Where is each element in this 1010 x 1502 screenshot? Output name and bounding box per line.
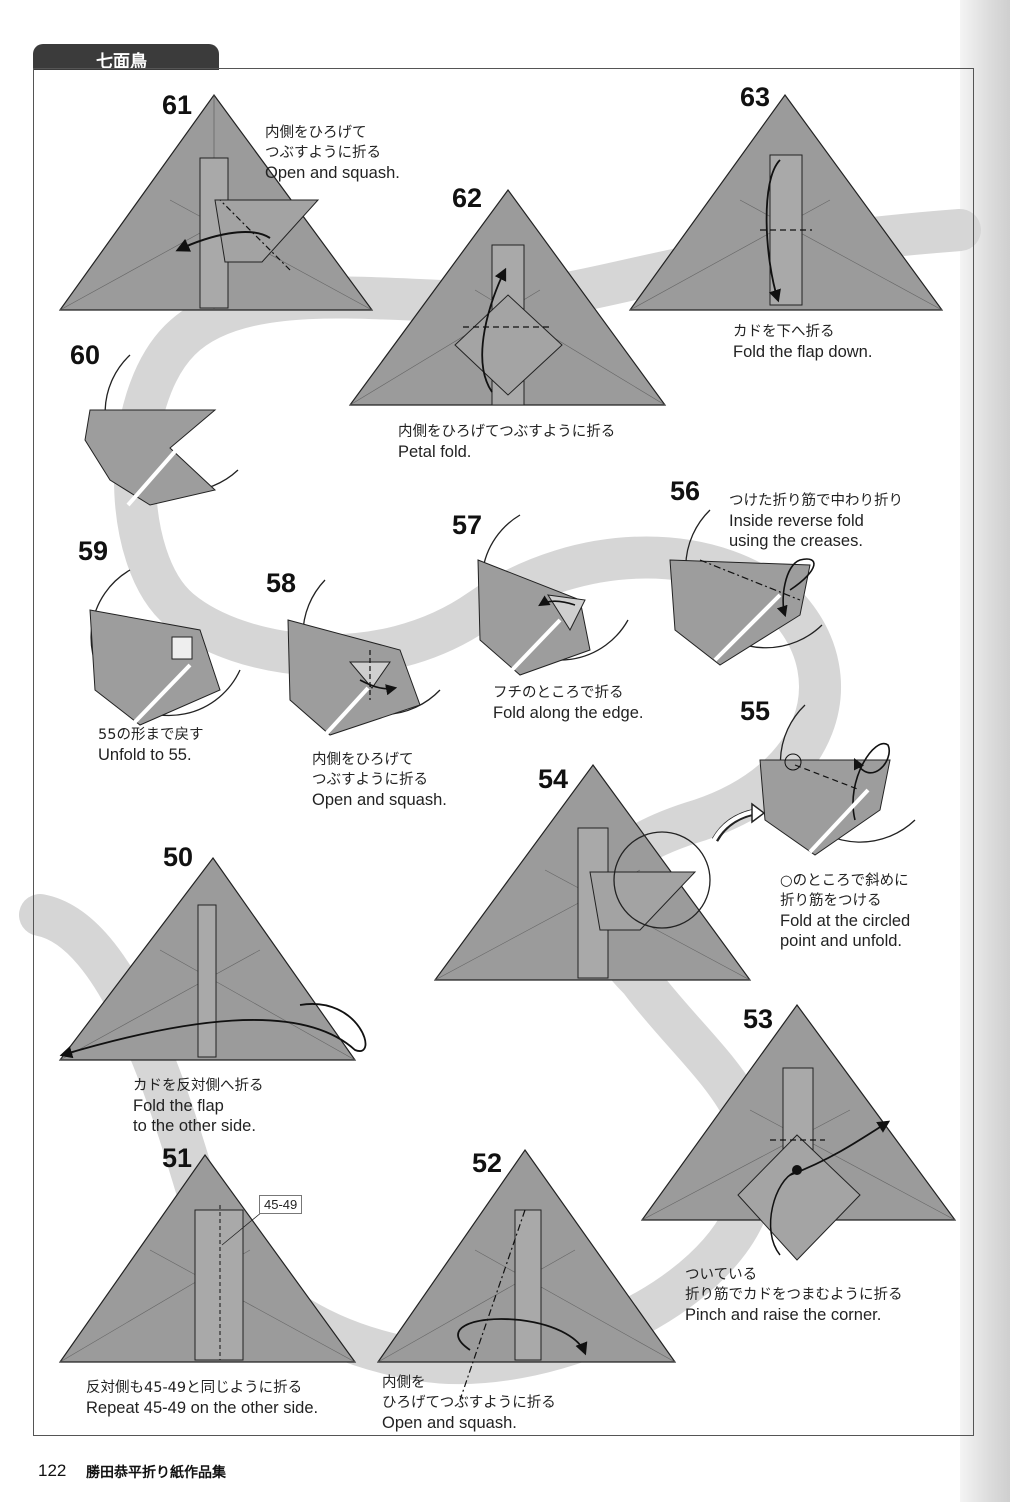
caption-58: 内側をひろげて つぶすように折る Open and squash. xyxy=(312,750,447,810)
diagram-56 xyxy=(669,509,823,666)
page-number: 122 xyxy=(38,1461,67,1480)
caption-51-en: Repeat 45-49 on the other side. xyxy=(86,1399,319,1417)
caption-62-jp: 内側をひろげてつぶすように折る xyxy=(398,424,616,440)
diagram-55 xyxy=(759,704,916,856)
step-number-54: 54 xyxy=(538,764,569,794)
caption-50-en: Fold the flap to the other side. xyxy=(133,1097,256,1135)
caption-50: カドを反対側へ折る Fold the flap to the other sid… xyxy=(133,1076,264,1136)
caption-59-en: Unfold to 55. xyxy=(98,746,192,764)
caption-57-en: Fold along the edge. xyxy=(493,704,644,722)
diagram-58 xyxy=(287,579,441,737)
diagram-51 xyxy=(58,1153,357,1363)
caption-62-en: Petal fold. xyxy=(398,443,472,461)
caption-51-jp: 反対側も45-49と同じように折る xyxy=(86,1380,303,1396)
step-number-50: 50 xyxy=(163,842,194,872)
diagram-50 xyxy=(58,856,367,1061)
diagram-59 xyxy=(89,569,241,727)
diagram-62 xyxy=(348,188,667,406)
step-number-61: 61 xyxy=(162,90,193,120)
caption-53: ついている 折り筋でカドをつまむように折る Pinch and raise th… xyxy=(685,1265,903,1325)
step-number-60: 60 xyxy=(70,340,101,370)
caption-56-jp: つけた折り筋で中わり折り xyxy=(729,493,903,509)
caption-51: 反対側も45-49と同じように折る Repeat 45-49 on the ot… xyxy=(86,1378,318,1418)
caption-57: フチのところで折る Fold along the edge. xyxy=(493,683,643,723)
diagram-53 xyxy=(640,1003,957,1261)
caption-59-jp: 55の形まで戻す xyxy=(98,727,204,743)
caption-61-en: Open and squash. xyxy=(265,164,400,182)
caption-52: 内側を ひろげてつぶすように折る Open and squash. xyxy=(382,1373,556,1433)
caption-63: カドを下へ折る Fold the flap down. xyxy=(733,322,872,362)
section-title: 七面鳥 xyxy=(96,52,147,72)
diagram-57 xyxy=(477,514,629,676)
caption-52-en: Open and squash. xyxy=(382,1414,517,1432)
caption-63-en: Fold the flap down. xyxy=(733,343,873,361)
step-number-57: 57 xyxy=(452,510,483,540)
content-frame xyxy=(33,68,974,1436)
step-number-58: 58 xyxy=(266,568,297,598)
caption-58-en: Open and squash. xyxy=(312,791,447,809)
caption-50-jp: カドを反対側へ折る xyxy=(133,1078,264,1094)
step-number-51: 51 xyxy=(162,1143,193,1173)
caption-56: つけた折り筋で中わり折り Inside reverse fold using t… xyxy=(729,491,903,551)
step-number-55: 55 xyxy=(740,696,771,726)
caption-56-en: Inside reverse fold using the creases. xyxy=(729,512,864,550)
caption-62: 内側をひろげてつぶすように折る Petal fold. xyxy=(398,422,615,462)
caption-57-jp: フチのところで折る xyxy=(493,685,624,701)
step-number-59: 59 xyxy=(78,536,109,566)
book-title: 勝田恭平折り紙作品集 xyxy=(86,1465,226,1481)
caption-61: 内側をひろげて つぶすように折る Open and squash. xyxy=(265,123,400,183)
caption-63-jp: カドを下へ折る xyxy=(733,324,835,340)
diagram-63 xyxy=(628,93,944,311)
diagram-52 xyxy=(376,1148,677,1401)
caption-55: ○のところで斜めに 折り筋をつける Fold at the circled po… xyxy=(780,871,910,951)
reference-label: 45-49 xyxy=(259,1195,303,1214)
diagram-61 xyxy=(58,93,374,311)
step-number-63: 63 xyxy=(740,82,771,112)
caption-61-jp: 内側をひろげて つぶすように折る xyxy=(265,125,381,161)
diagram-54 xyxy=(433,763,752,981)
caption-55-en: Fold at the circled point and unfold. xyxy=(780,912,911,950)
diagram-60 xyxy=(84,354,239,507)
caption-59: 55の形まで戻す Unfold to 55. xyxy=(98,725,203,765)
step-number-53: 53 xyxy=(743,1004,774,1034)
section-tab xyxy=(33,44,219,70)
caption-53-en: Pinch and raise the corner. xyxy=(685,1306,882,1324)
caption-53-jp: ついている 折り筋でカドをつまむように折る xyxy=(685,1267,903,1303)
step-number-62: 62 xyxy=(452,183,483,213)
step-number-56: 56 xyxy=(670,476,701,506)
caption-55-jp: ○のところで斜めに 折り筋をつける xyxy=(780,873,909,909)
book-spine-shadow xyxy=(960,0,1010,1502)
step-number-52: 52 xyxy=(472,1148,503,1178)
caption-58-jp: 内側をひろげて つぶすように折る xyxy=(312,752,428,788)
caption-52-jp: 内側を ひろげてつぶすように折る xyxy=(382,1375,556,1411)
